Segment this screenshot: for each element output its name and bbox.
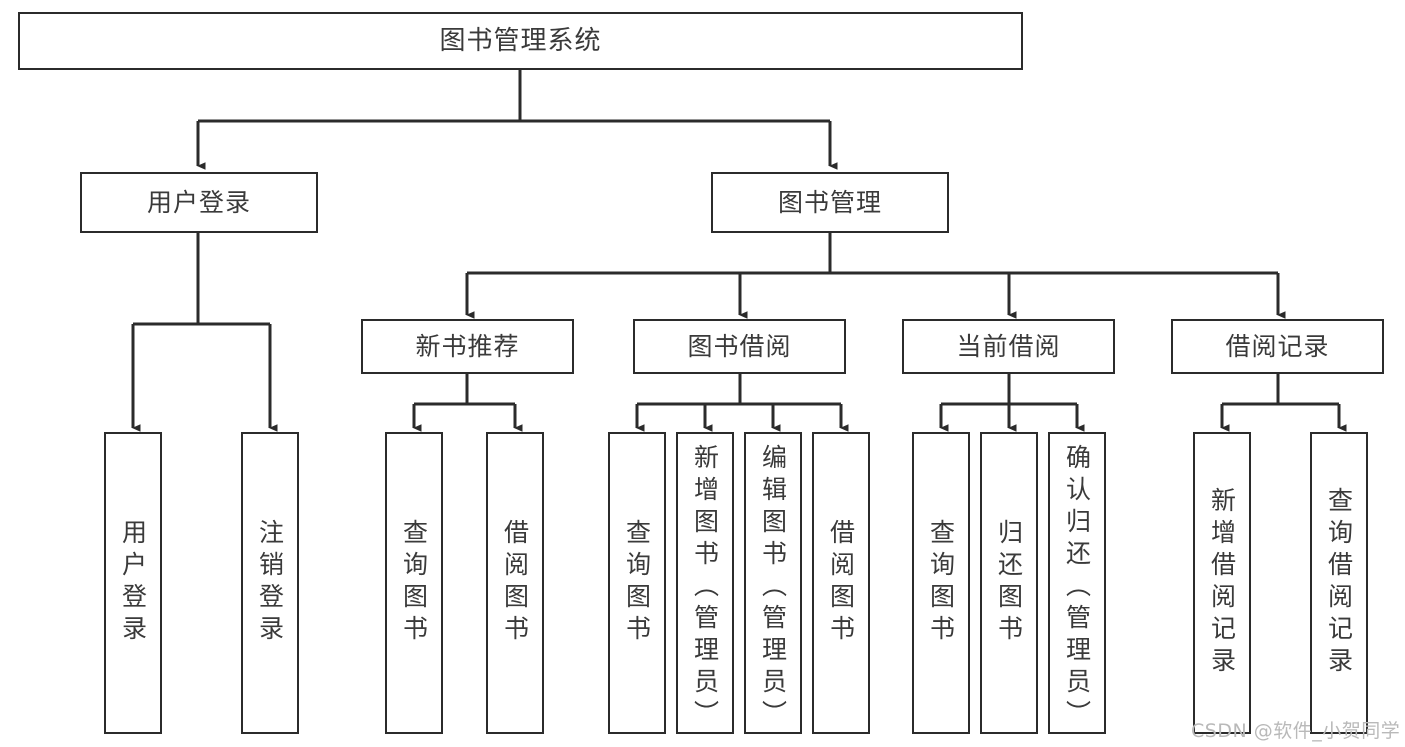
- node-book-borrow[interactable]: 图书借阅: [633, 319, 846, 374]
- node-root-system[interactable]: 图书管理系统: [18, 12, 1023, 70]
- node-leaf-add-book-admin[interactable]: 新增图书（管理员）: [676, 432, 734, 734]
- node-leaf-confirm-return-admin[interactable]: 确认归还（管理员）: [1048, 432, 1106, 734]
- node-leaf-user-login[interactable]: 用户登录: [104, 432, 162, 734]
- node-leaf-borrow-book[interactable]: 借阅图书: [812, 432, 870, 734]
- node-leaf-edit-book-admin[interactable]: 编辑图书（管理员）: [744, 432, 802, 734]
- node-leaf-return-book[interactable]: 归还图书: [980, 432, 1038, 734]
- node-leaf-logout[interactable]: 注销登录: [241, 432, 299, 734]
- node-leaf-borrow-book-recommend[interactable]: 借阅图书: [486, 432, 544, 734]
- node-book-management[interactable]: 图书管理: [711, 172, 949, 233]
- node-leaf-add-borrow-record[interactable]: 新增借阅记录: [1193, 432, 1251, 734]
- node-borrow-records[interactable]: 借阅记录: [1171, 319, 1384, 374]
- node-user-login[interactable]: 用户登录: [80, 172, 318, 233]
- watermark-credit: CSDN @软件_小贺同学: [1191, 720, 1401, 742]
- node-leaf-query-book-current[interactable]: 查询图书: [912, 432, 970, 734]
- node-leaf-query-borrow-record[interactable]: 查询借阅记录: [1310, 432, 1368, 734]
- node-current-borrow[interactable]: 当前借阅: [902, 319, 1115, 374]
- node-new-book-recommend[interactable]: 新书推荐: [361, 319, 574, 374]
- node-leaf-query-book-recommend[interactable]: 查询图书: [385, 432, 443, 734]
- node-leaf-query-book-borrow[interactable]: 查询图书: [608, 432, 666, 734]
